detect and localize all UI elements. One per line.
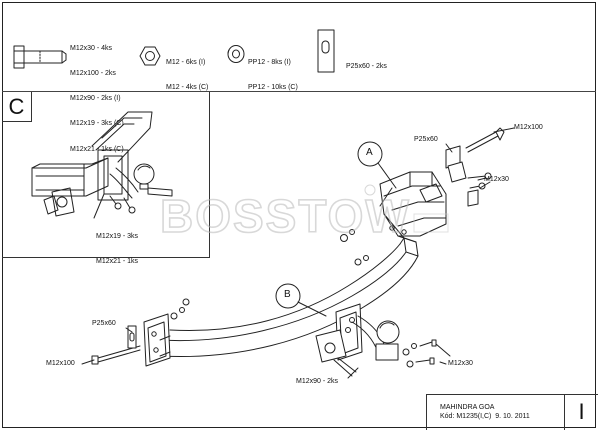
inset-c-drawing [31,111,173,219]
callout-m12x90: M12x90 - 2ks [296,378,339,385]
plate-spec-list: P25x60 - 2ks [346,46,387,80]
washer-icon [227,45,245,63]
callout-p25-left: P25x60 [92,320,116,327]
bolt-spec-line: M12x100 - 2ks [70,70,116,78]
sheet-number: I [564,394,598,430]
washer-spec-list: PP12 - 8ks (I) PP12 - 10ks (C) [248,42,298,101]
callout-m12x100-left: M12x100 [46,360,75,367]
model-name: MAHINDRA GOA [440,404,495,411]
inset-panel-c [2,92,210,258]
nut-spec-line: M12 - 6ks (I) [166,58,206,66]
balloon-b-label: B [284,289,291,300]
washer-spec-line: PP12 - 8ks (I) [248,58,291,66]
crossbar-b [91,187,437,377]
balloon-a-label: A [366,147,373,158]
callout-m12x30-bottom: M12x30 [448,360,473,367]
washer-spec-line: PP12 - 10ks (C) [248,84,298,92]
callout-p25-top: P25x60 [414,136,438,143]
bolt-spec-line: M12x19 - 3ks (C) [70,120,124,128]
watermark-text: BOSSTOW [160,190,411,242]
drawing-frame [2,2,596,428]
nut-spec-line: M12 - 4ks (C) [166,84,209,92]
nut-spec-list: M12 - 6ks (I) M12 - 4ks (C) [166,42,208,101]
callout-m12x30-top: M12x30 [484,176,509,183]
bosstow-watermark: BOSSTOW [159,184,449,243]
bolt-spec-list: M12x30 - 4ks M12x100 - 2ks M12x90 - 2ks … [70,28,124,163]
inset-callout-line: M12x19 - 3ks [96,232,139,240]
callout-m12x100-top: M12x100 [514,124,543,131]
title-block [426,394,598,430]
inset-callout: M12x19 - 3ks M12x21 - 1ks [96,216,138,275]
bolt-spec-line: M12x21 - 1ks (C) [70,145,124,153]
spacer-plate-icon [317,29,335,73]
bolt-spec-line: M12x90 - 2ks (I) [70,95,121,103]
bolt-spec-line: M12x30 - 4ks [70,44,113,52]
inset-letter: C [2,92,32,122]
hex-bolt-icon [13,45,67,69]
hex-nut-icon [139,46,161,66]
drawing-code: Kód: M1235(I,C) 9. 10. 2011 [440,413,530,420]
balloon-b [275,283,301,309]
parts-list-panel [2,2,596,92]
balloon-a [357,141,383,167]
plate-spec-line: P25x60 - 2ks [346,62,387,70]
inset-callout-line: M12x21 - 1ks [96,258,139,266]
